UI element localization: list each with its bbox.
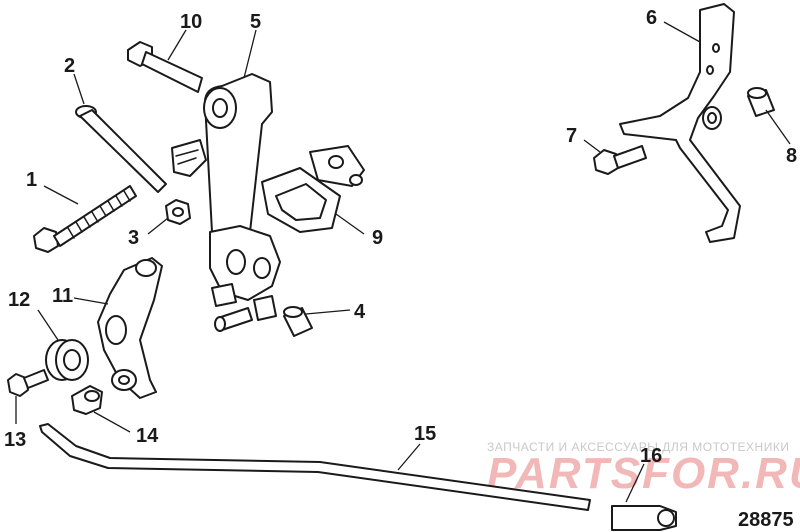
callout-1: 1 — [26, 169, 37, 191]
callout-15: 15 — [414, 423, 436, 445]
callout-14: 14 — [136, 425, 159, 447]
callout-13: 13 — [4, 429, 26, 451]
callout-2: 2 — [64, 55, 75, 77]
callout-6: 6 — [646, 7, 657, 29]
part-14-retainer — [71, 385, 103, 415]
callout-5: 5 — [250, 11, 261, 33]
part-12-roller — [45, 339, 89, 381]
part-4-bushing — [283, 306, 313, 337]
part-10-bolt — [127, 41, 203, 93]
leader-lines — [15, 21, 791, 503]
callout-7: 7 — [566, 125, 577, 147]
watermark-tagline: ЗАПЧАСТИ И АКСЕССУАРЫ ДЛЯ МОТОТЕХНИКИ — [487, 440, 789, 454]
part-9-clip — [261, 145, 365, 233]
part-2-pin — [75, 105, 167, 193]
part-1-threaded-bolt — [33, 185, 137, 253]
callout-16: 16 — [640, 445, 662, 467]
figure-number: 28875 — [738, 509, 794, 531]
part-5-bracket — [171, 73, 281, 332]
part-6-bracket-plate — [619, 3, 741, 243]
callout-12: 12 — [8, 289, 30, 311]
callout-numbers: 1 2 3 4 5 6 7 8 9 10 11 12 13 14 15 16 — [4, 7, 797, 467]
part-13-bolt — [7, 369, 49, 397]
callout-8: 8 — [786, 145, 797, 167]
part-15-link-rod — [39, 423, 591, 511]
part-3-nut — [165, 199, 191, 225]
callout-9: 9 — [372, 227, 383, 249]
watermark-logo: PARTSFOR.RU — [487, 449, 800, 498]
part-11-lever — [97, 257, 163, 399]
callout-10: 10 — [180, 11, 202, 33]
callout-4: 4 — [354, 301, 366, 323]
callout-11: 11 — [52, 285, 73, 307]
part-8-bushing — [747, 87, 775, 117]
callout-3: 3 — [128, 227, 139, 249]
part-16-rod-end — [611, 505, 677, 531]
part-7-bolt — [593, 145, 647, 175]
